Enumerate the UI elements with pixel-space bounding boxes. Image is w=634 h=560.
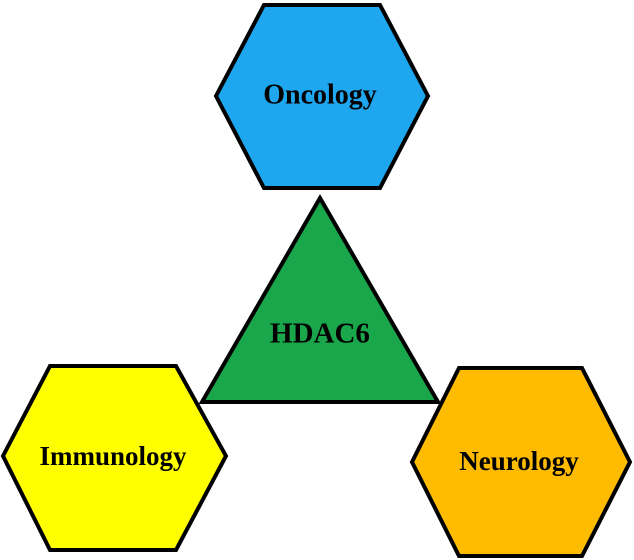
oncology-node: Oncology bbox=[213, 3, 431, 190]
immunology-label: Immunology bbox=[39, 441, 187, 471]
immunology-node: Immunology bbox=[0, 364, 229, 552]
immunology-hexagon bbox=[0, 364, 229, 552]
center-node: HDAC6 bbox=[198, 194, 442, 404]
center-label: HDAC6 bbox=[270, 318, 370, 350]
oncology-label: Oncology bbox=[263, 79, 377, 110]
center-triangle bbox=[198, 194, 442, 404]
oncology-hexagon bbox=[213, 3, 431, 190]
neurology-hexagon bbox=[409, 366, 633, 558]
neurology-node: Neurology bbox=[409, 366, 633, 558]
neurology-label: Neurology bbox=[459, 446, 579, 476]
